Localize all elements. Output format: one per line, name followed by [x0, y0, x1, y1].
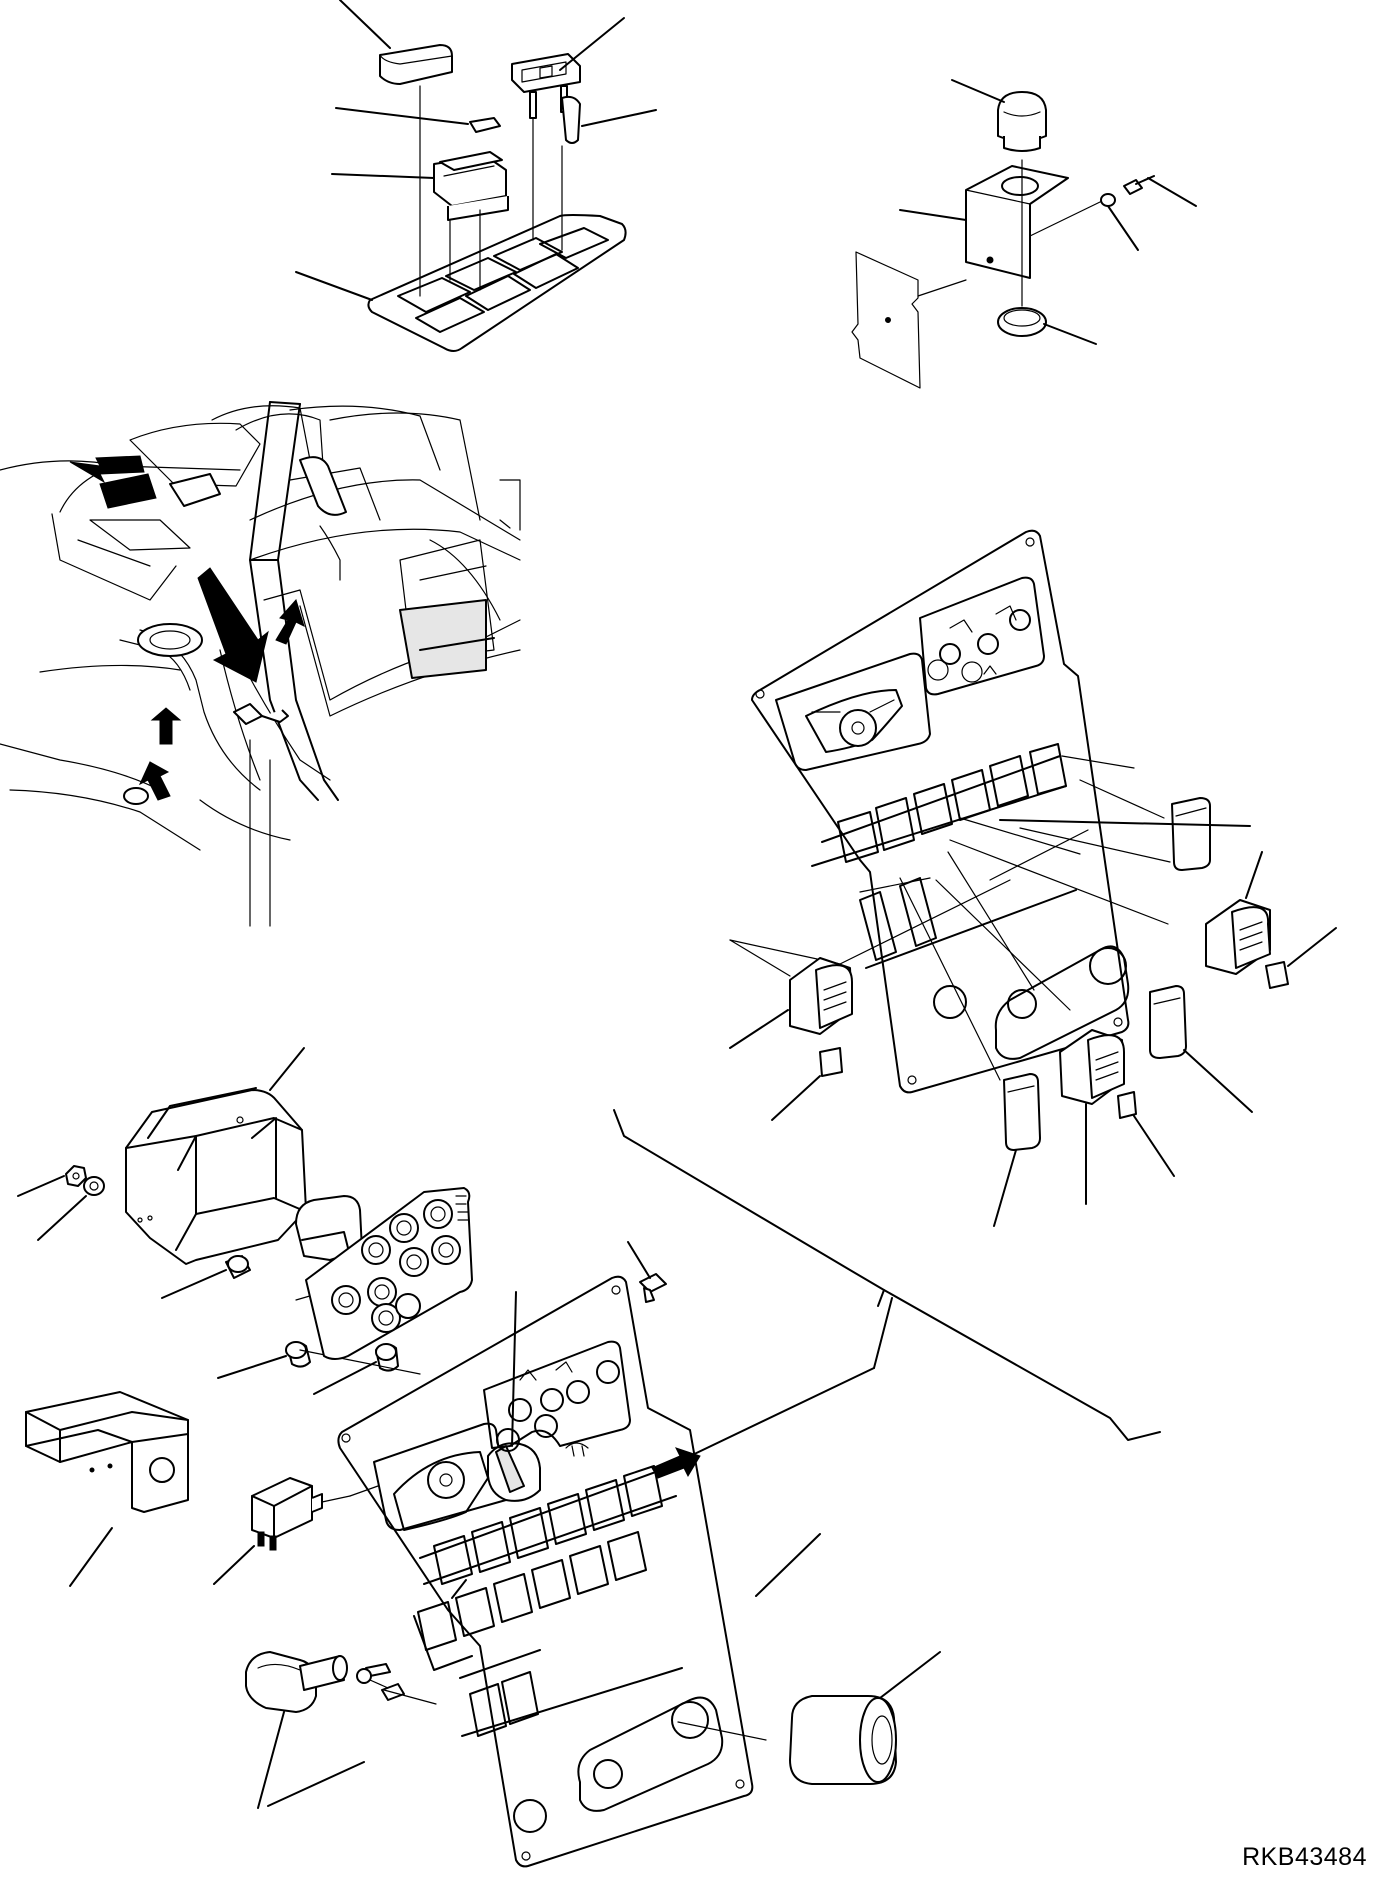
blank-cap-c — [1004, 1074, 1040, 1150]
lock-ring — [998, 308, 1046, 336]
lens-a — [1266, 962, 1288, 988]
blank-cap-a — [1172, 798, 1210, 870]
switch-plate-assembly — [296, 0, 656, 351]
arrow-down-right — [100, 474, 156, 508]
arrow-pointer-diagonal — [198, 568, 268, 682]
bulb — [562, 97, 580, 143]
panel-plate-upper — [752, 531, 1128, 1093]
housing-hood — [126, 1090, 306, 1264]
washer-b — [84, 1177, 104, 1195]
arrow-up-lower — [140, 762, 170, 800]
washer — [1101, 194, 1115, 206]
arrow-left-top — [70, 456, 144, 482]
arrow-into-panel — [652, 1448, 700, 1478]
lens-b — [1118, 1092, 1136, 1118]
upper-instrument-panel — [614, 531, 1336, 1440]
hex-nut — [66, 1166, 86, 1186]
relay — [252, 1478, 312, 1538]
lens — [470, 118, 500, 132]
blank-cap — [380, 45, 452, 84]
arrow-down-small — [276, 600, 304, 644]
column-grommet — [138, 624, 202, 656]
panel-plate-lower — [338, 1277, 752, 1867]
lower-instrument-panel — [338, 1277, 940, 1867]
lens-c — [820, 1048, 842, 1076]
mini-switch — [512, 54, 580, 92]
arrow-up-upper — [152, 708, 180, 744]
cab-location-view — [0, 402, 520, 926]
switch-mount-plate — [368, 215, 625, 351]
ignition-switch — [246, 1652, 316, 1712]
gauge-cluster — [306, 1188, 472, 1359]
lamp-bracket-assembly — [852, 80, 1196, 388]
u-bracket — [26, 1392, 188, 1512]
lower-housing-assembly — [18, 1048, 666, 1808]
mounting-location — [400, 600, 486, 678]
blank-cap-b — [1150, 986, 1186, 1058]
drawing-code: RKB43484 — [1242, 1843, 1367, 1871]
spacers — [226, 1256, 398, 1371]
panel-reference — [852, 252, 920, 388]
connector-block — [296, 1196, 362, 1260]
